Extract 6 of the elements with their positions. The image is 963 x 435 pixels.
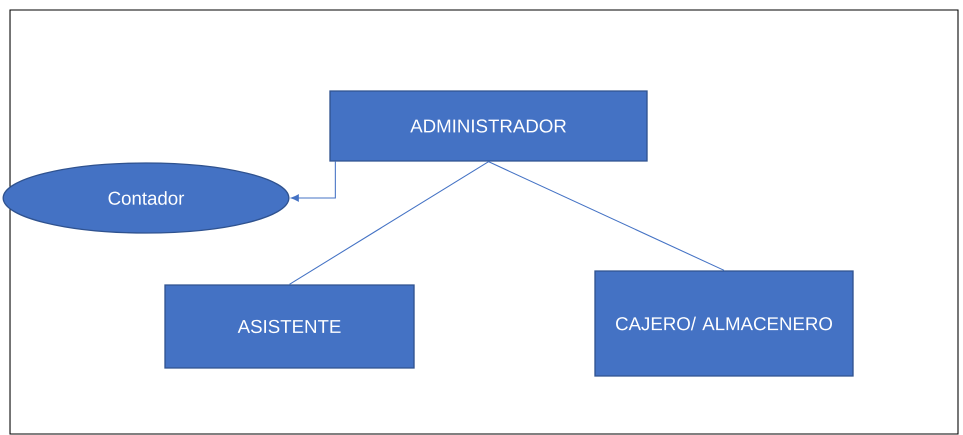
connector (290, 162, 336, 202)
role-box: ADMINISTRADOR (329, 90, 648, 162)
role-box: CAJERO/ ALMACENERO (594, 270, 854, 377)
connector (488, 161, 724, 271)
role-box: ASISTENTE (164, 284, 415, 369)
connector (289, 161, 489, 285)
